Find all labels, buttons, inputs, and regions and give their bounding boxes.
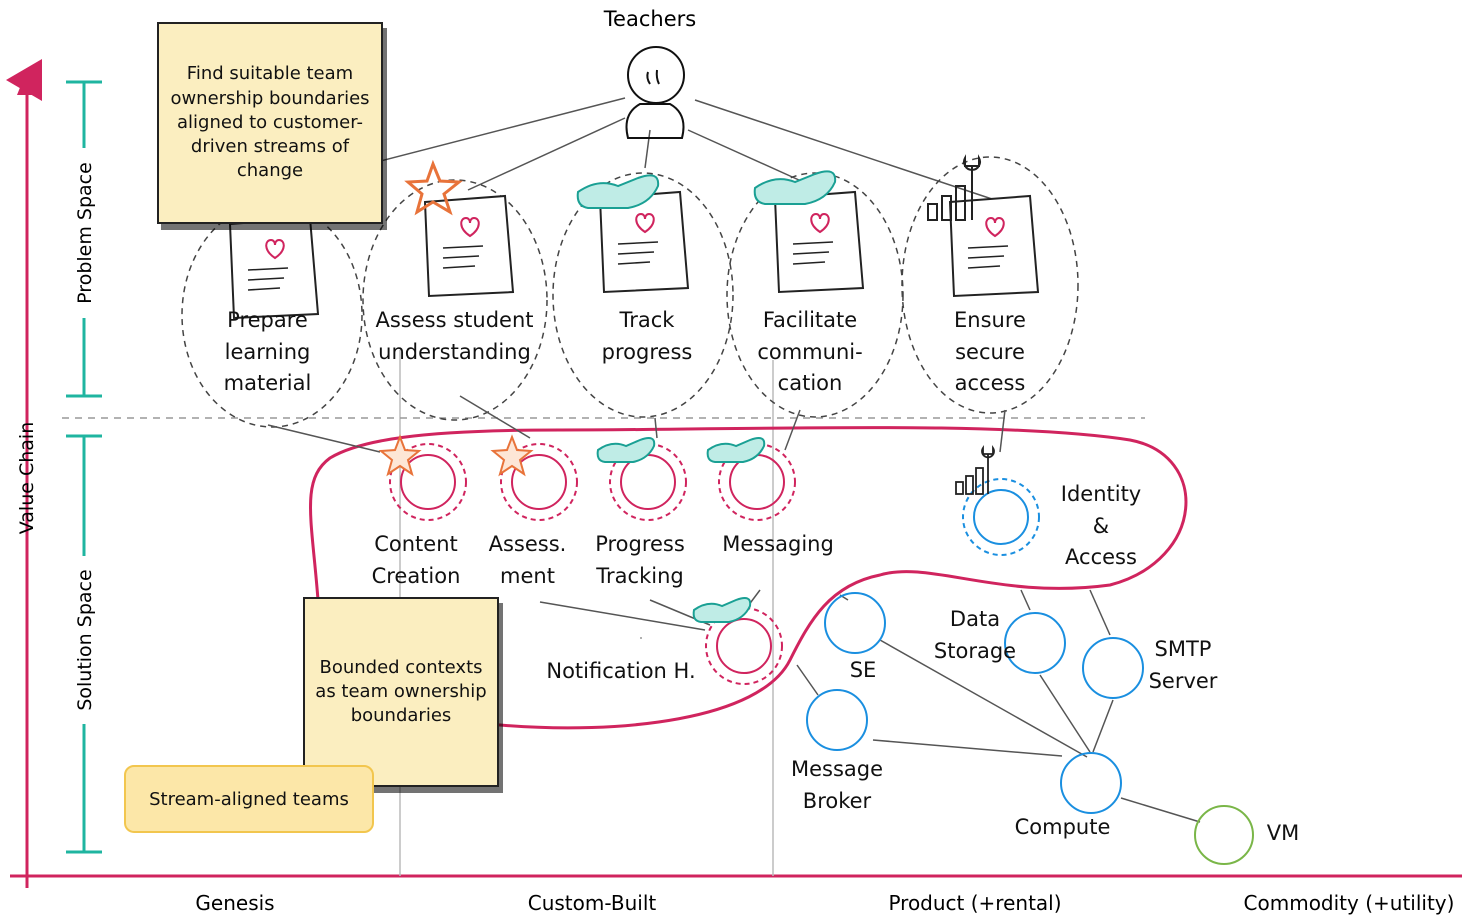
security-icon bbox=[927, 157, 981, 221]
document-icon bbox=[948, 194, 1040, 298]
document-icon bbox=[228, 216, 320, 320]
stage-label-genesis: Genesis bbox=[195, 891, 274, 915]
actor-links bbox=[364, 97, 996, 201]
need-label-prepare: Prepare learning material bbox=[223, 308, 312, 395]
star-icon bbox=[378, 434, 534, 477]
need-label-ensure: Ensure secure access bbox=[954, 308, 1026, 395]
security-icon bbox=[955, 445, 995, 495]
top-note: Find suitable team ownership boundaries … bbox=[157, 22, 383, 224]
document-icon bbox=[773, 190, 865, 294]
heart-icon bbox=[265, 238, 285, 260]
y-axis-label: Value Chain bbox=[16, 422, 38, 535]
need-label-track: Track progress bbox=[601, 308, 693, 364]
heart-icon bbox=[460, 216, 480, 238]
component-identity-access bbox=[962, 478, 1040, 556]
hands-icon bbox=[596, 437, 766, 623]
legend-text: Stream-aligned teams bbox=[149, 788, 349, 810]
label-smtp-server: SMTP Server bbox=[1148, 637, 1218, 693]
component-compute bbox=[1060, 752, 1122, 814]
star-icon bbox=[404, 159, 464, 216]
need-label-facilitate: Facilitate communi- cation bbox=[757, 308, 863, 395]
bottom-note-text: Bounded contexts as team ownership bound… bbox=[315, 656, 487, 727]
hands-icon bbox=[576, 170, 837, 209]
need-documents bbox=[228, 190, 1040, 320]
label-compute: Compute bbox=[1014, 815, 1111, 839]
label-identity-access: Identity & Access bbox=[1060, 482, 1142, 569]
solution-space-bracket bbox=[66, 434, 102, 854]
component-links bbox=[267, 395, 1201, 823]
y-axis-arrow bbox=[17, 70, 37, 95]
label-messaging: Messaging bbox=[722, 532, 834, 556]
stage-label-commodity: Commodity (+utility) bbox=[1244, 891, 1455, 915]
label-assessment: Assess. ment bbox=[488, 532, 567, 588]
label-message-broker: Message Broker bbox=[790, 757, 884, 813]
label-se: SE bbox=[849, 658, 877, 682]
legend-badge: Stream-aligned teams bbox=[124, 765, 374, 833]
component-assessment bbox=[511, 454, 567, 510]
problem-space-label: Problem Space bbox=[74, 162, 96, 304]
stage-label-custom: Custom-Built bbox=[528, 891, 657, 915]
component-messaging bbox=[729, 454, 785, 510]
label-notification: Notification H. bbox=[546, 659, 696, 683]
problem-space-bracket bbox=[66, 80, 102, 398]
heart-icon bbox=[810, 212, 830, 234]
label-data-storage: Data Storage bbox=[933, 607, 1017, 663]
label-content-creation: Content Creation bbox=[371, 532, 461, 588]
component-data-storage bbox=[1004, 612, 1066, 674]
stage-label-product: Product (+rental) bbox=[888, 891, 1061, 915]
actor-label: Teachers bbox=[603, 7, 696, 31]
component-smtp-server bbox=[1082, 637, 1144, 699]
component-vm bbox=[1194, 805, 1254, 865]
component-progress-tracking bbox=[620, 454, 676, 510]
label-progress-tracking: Progress Tracking bbox=[595, 532, 685, 588]
platform-components bbox=[806, 592, 1144, 814]
heart-icon bbox=[635, 212, 655, 234]
need-label-assess: Assess student understanding bbox=[375, 308, 534, 364]
teacher-icon bbox=[625, 46, 685, 139]
component-se bbox=[824, 592, 886, 654]
heart-icon bbox=[985, 216, 1005, 238]
bottom-note: Bounded contexts as team ownership bound… bbox=[303, 597, 499, 787]
label-vm: VM bbox=[1266, 821, 1300, 845]
component-notification bbox=[716, 618, 772, 674]
component-message-broker bbox=[806, 689, 868, 751]
component-content-creation bbox=[400, 454, 456, 510]
top-note-text: Find suitable team ownership boundaries … bbox=[170, 63, 370, 182]
solution-space-label: Solution Space bbox=[74, 569, 96, 710]
document-icon bbox=[423, 194, 515, 298]
